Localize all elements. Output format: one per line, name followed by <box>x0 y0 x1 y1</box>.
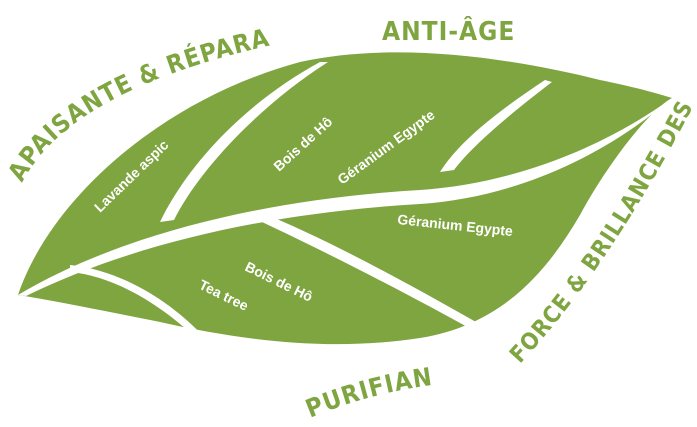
lower-left-vein <box>70 265 205 338</box>
leaf-veins <box>18 62 672 338</box>
upper-left-vein <box>160 62 328 222</box>
lower-right-vein <box>260 212 490 334</box>
category-anti-age: ANTI-ÂGE <box>382 15 515 47</box>
upper-right-vein <box>440 80 552 172</box>
midrib-vein <box>18 98 672 296</box>
